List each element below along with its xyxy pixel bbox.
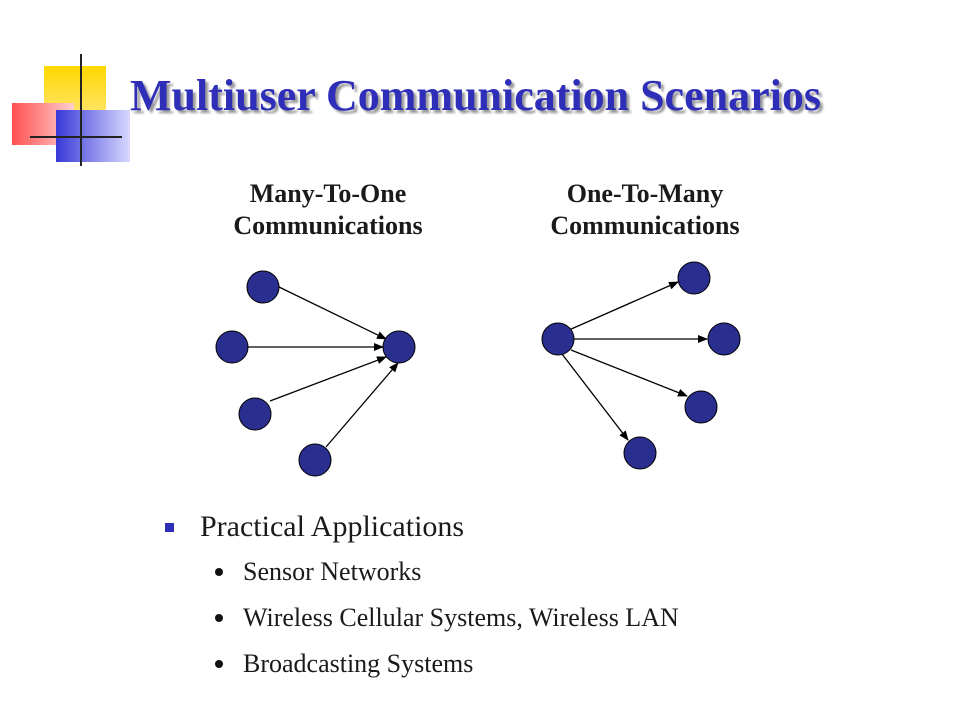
bullet-sub: Sensor Networks xyxy=(215,549,679,595)
bullet-sub: Broadcasting Systems xyxy=(215,641,679,687)
page-title: Multiuser Communication Scenarios xyxy=(130,71,821,120)
right-heading-line1: One-To-Many xyxy=(566,179,724,208)
edge xyxy=(570,349,688,397)
edge xyxy=(278,286,387,340)
source-node xyxy=(215,330,249,364)
sink-node xyxy=(707,322,741,356)
bullet-main-text: Practical Applications xyxy=(200,510,465,543)
source-node xyxy=(238,397,272,431)
square-bullet-icon xyxy=(165,522,174,532)
left-heading-line1: Many-To-One xyxy=(249,179,407,208)
bullet-sub-text: Sensor Networks xyxy=(243,557,422,586)
sink-node xyxy=(677,261,711,295)
source-node xyxy=(298,443,332,477)
edge xyxy=(269,356,387,402)
dot-bullet-icon xyxy=(215,614,223,622)
one-to-many-diagram xyxy=(541,261,741,470)
bullet-sub-text: Broadcasting Systems xyxy=(243,649,474,678)
sink-node xyxy=(382,330,416,364)
bullet-sub-text: Wireless Cellular Systems, Wireless LAN xyxy=(243,603,679,632)
deco-vertical-line xyxy=(80,54,82,166)
bullet-sub: Wireless Cellular Systems, Wireless LAN xyxy=(215,595,679,641)
bullet-main: Practical Applications xyxy=(165,505,679,549)
edge xyxy=(568,281,679,331)
dot-bullet-icon xyxy=(215,568,223,576)
sink-node xyxy=(684,390,718,424)
right-diagram-heading: One-To-Many Communications xyxy=(495,178,795,242)
applications-list: Practical Applications Sensor Networks W… xyxy=(165,505,679,687)
edge xyxy=(325,362,399,448)
left-diagram-heading: Many-To-One Communications xyxy=(178,178,478,242)
left-heading-line2: Communications xyxy=(233,211,423,240)
right-heading-line2: Communications xyxy=(550,211,740,240)
deco-horizontal-line xyxy=(30,136,122,138)
many-to-one-diagram xyxy=(215,270,416,477)
edge xyxy=(561,353,629,441)
source-node xyxy=(541,322,575,356)
sink-node xyxy=(623,436,657,470)
dot-bullet-icon xyxy=(215,660,223,668)
source-node xyxy=(246,270,280,304)
